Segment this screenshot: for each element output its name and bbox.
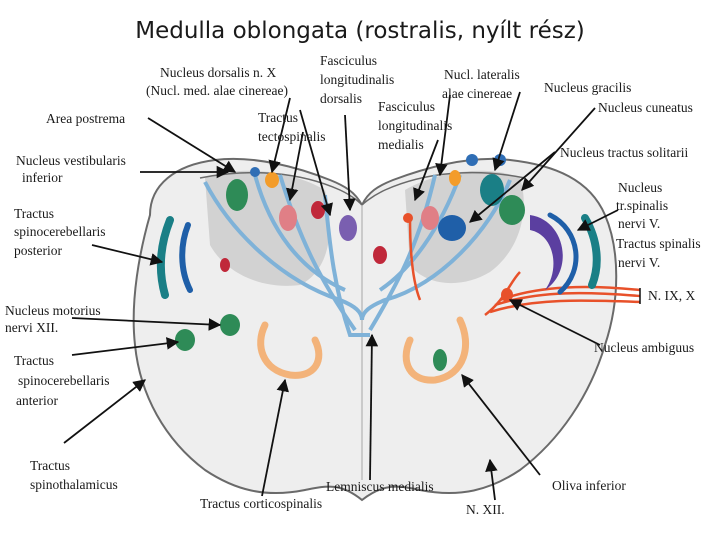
nucleus-vestibularis-left xyxy=(226,179,248,211)
nucleus-ambiguus-right xyxy=(501,288,513,302)
label-nucleus-tractus-solitarii: Nucleus tractus solitarii xyxy=(560,145,689,160)
label-nucleus-spinalis-5: nervi V. xyxy=(618,255,661,270)
nucleus-orange-left xyxy=(265,172,279,188)
label-nucl-med-alae: (Nucl. med. alae cinereae) xyxy=(146,83,289,98)
oliva-inferior-left xyxy=(257,321,323,379)
label-nucleus-motorius-2: nervi XII. xyxy=(5,320,59,335)
tractus-dark-left xyxy=(179,222,193,293)
label-nucleus-spinalis-1: Nucleus xyxy=(618,180,663,195)
nucleus-tractus-solitarii-right xyxy=(438,215,466,241)
label-tractus-tectospinalis-2: tectospinalis xyxy=(258,129,326,144)
nucleus-red-left xyxy=(311,201,325,219)
label-tractus-scb-ant-3: anterior xyxy=(16,393,58,408)
label-area-postrema: Area postrema xyxy=(46,111,126,126)
label-n-ix-x: N. IX, X xyxy=(648,288,696,303)
label-tractus-tectospinalis-1: Tractus xyxy=(258,110,299,125)
nucleus-red-mid-left xyxy=(373,246,387,264)
label-nucleus-motorius-1: Nucleus motorius xyxy=(5,303,101,318)
label-n-xii: N. XII. xyxy=(466,502,505,517)
nucleus-lateralis-right xyxy=(449,170,461,186)
label-tractus-spinothal-1: Tractus xyxy=(30,458,71,473)
nucleus-pink-left xyxy=(279,205,297,231)
nucleus-cuneatus-right xyxy=(499,195,525,225)
label-fasciculus-long-dorsalis-3: dorsalis xyxy=(320,91,362,106)
label-tractus-scb-post-2: spinocerebellaris xyxy=(14,224,106,239)
label-fasciculus-long-dorsalis-2: longitudinalis xyxy=(320,72,395,87)
nucleus-motorius-xii-left xyxy=(220,314,240,336)
nucleus-gracilis-right xyxy=(480,174,504,206)
medulla-section-outline xyxy=(132,157,618,502)
label-tractus-scb-ant-2: spinocerebellaris xyxy=(18,373,110,388)
label-fasciculus-long-medialis-2: longitudinalis xyxy=(378,118,453,133)
oliva-inferior-right xyxy=(402,316,470,384)
label-lemniscus-medialis: Lemniscus medialis xyxy=(326,479,434,494)
label-nucl-lateralis-1: Nucl. lateralis xyxy=(444,67,520,82)
nucleus-green-left-2 xyxy=(175,329,195,351)
label-fasciculus-long-dorsalis-1: Fasciculus xyxy=(320,53,377,68)
label-fasciculus-long-medialis-3: medialis xyxy=(378,137,424,152)
label-nucleus-gracilis: Nucleus gracilis xyxy=(544,80,632,95)
label-nucleus-cuneatus: Nucleus cuneatus xyxy=(598,100,693,115)
nucleus-red-small-left xyxy=(220,258,230,272)
label-oliva-inferior: Oliva inferior xyxy=(552,478,626,493)
label-nucleus-spinalis-2: tr.spinalis xyxy=(616,198,669,213)
label-nucleus-dorsalis: Nucleus dorsalis n. X xyxy=(160,65,277,80)
label-tractus-corticospinalis: Tractus corticospinalis xyxy=(200,496,323,511)
label-tractus-spinothal-2: spinothalamicus xyxy=(30,477,118,492)
label-fasciculus-long-medialis-1: Fasciculus xyxy=(378,99,435,114)
nucleus-pink-right xyxy=(421,206,439,230)
label-tractus-scb-post-3: posterior xyxy=(14,243,62,258)
label-tractus-scb-post-1: Tractus xyxy=(14,206,55,221)
tractus-spinalis-n-v-right xyxy=(547,212,579,295)
label-nucleus-ambiguus: Nucleus ambiguus xyxy=(594,340,695,355)
nucleus-purple-left xyxy=(339,215,357,241)
label-nucl-lateralis-2: alae cinereae xyxy=(442,86,513,101)
label-nucleus-spinalis-4: Tractus spinalis xyxy=(616,236,701,251)
page-title: Medulla oblongata (rostralis, nyílt rész… xyxy=(135,18,585,44)
nucleus-green-right-low xyxy=(433,349,447,371)
label-tractus-scb-ant-1: Tractus xyxy=(14,353,55,368)
nucleus-spinalis-n-v-right xyxy=(530,215,563,290)
label-nucleus-spinalis-3: nervi V. xyxy=(618,216,661,231)
label-nucleus-vestibularis-1: Nucleus vestibularis xyxy=(16,153,126,168)
label-pointer-arrows xyxy=(63,91,619,501)
label-nucleus-vestibularis-2: inferior xyxy=(22,170,63,185)
